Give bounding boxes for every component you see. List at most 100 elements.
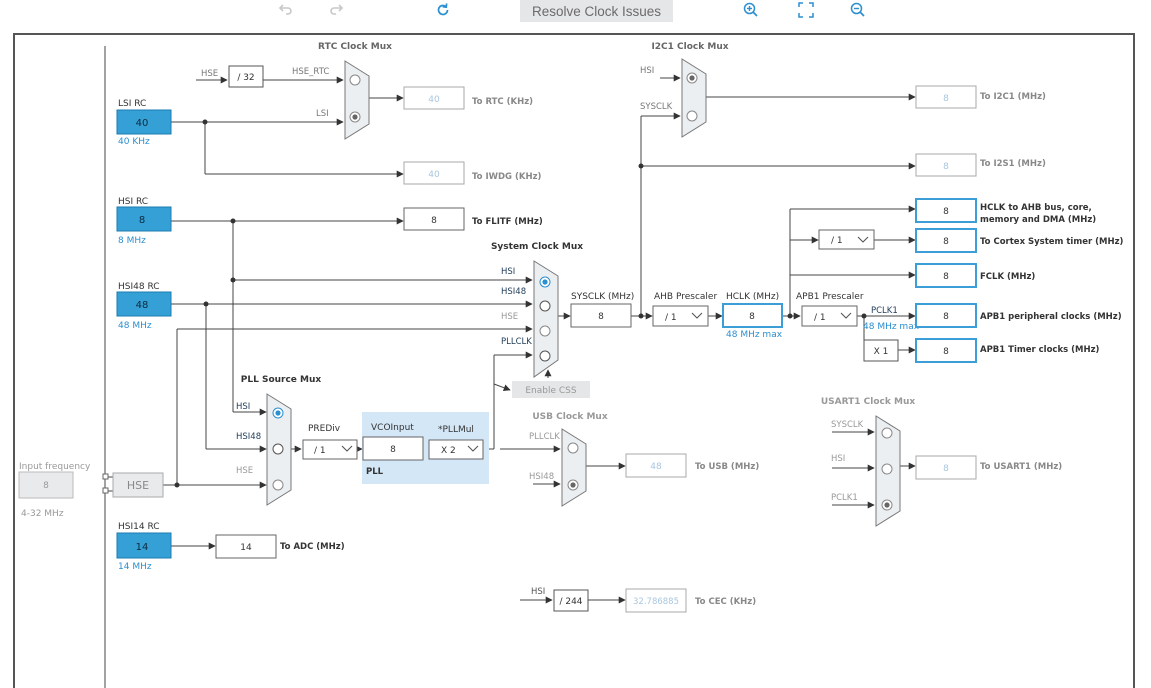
hclk-output-box[interactable] bbox=[915, 198, 977, 223]
ahb-prescaler-select[interactable] bbox=[652, 305, 709, 327]
ahb-prescaler-label: AHB Prescaler bbox=[654, 292, 717, 302]
i2c1-hsi-input-label: HSI bbox=[640, 66, 654, 76]
hsi14-rc-frequency: 14 MHz bbox=[118, 562, 152, 572]
i2c1-output-box bbox=[915, 85, 977, 109]
sysmux-option-hsi48[interactable] bbox=[539, 300, 551, 312]
apb1-timer-output-box[interactable] bbox=[915, 338, 977, 363]
pll-mul-select[interactable] bbox=[428, 439, 484, 460]
vco-input-label: VCOInput bbox=[371, 423, 414, 433]
cec-output-label: To CEC (KHz) bbox=[695, 597, 756, 607]
rtc-mux-option-hse[interactable] bbox=[349, 74, 361, 86]
sysclk-field[interactable] bbox=[570, 303, 632, 328]
rtc-lsi-label: LSI bbox=[316, 109, 329, 119]
hsi-rc-value: 8 bbox=[139, 215, 145, 226]
apb1-peripheral-output-box[interactable] bbox=[915, 303, 977, 328]
i2c1-sysclk-input-label: SYSCLK bbox=[640, 102, 673, 112]
cec-output-value: 32.786885 bbox=[633, 597, 679, 607]
rtc-clock-mux[interactable] bbox=[344, 60, 370, 140]
sysmux-input-hsi: HSI bbox=[501, 267, 515, 277]
cortex-timer-output-box[interactable] bbox=[915, 228, 977, 253]
resolve-clock-issues-button[interactable]: Resolve Clock Issues bbox=[520, 0, 673, 22]
rtc-output-label: To RTC (KHz) bbox=[472, 97, 533, 107]
iwdg-output-label: To IWDG (KHz) bbox=[472, 172, 542, 182]
apb1-prescaler-value: / 1 bbox=[814, 313, 826, 323]
hse-box[interactable] bbox=[112, 472, 164, 498]
hsi-rc-box[interactable] bbox=[116, 206, 172, 232]
undo-button[interactable] bbox=[274, 0, 296, 20]
lsi-rc-value: 40 bbox=[136, 118, 149, 129]
usb-mux-option-pllclk[interactable] bbox=[567, 442, 579, 454]
usart1-mux-option-hsi[interactable] bbox=[881, 463, 893, 475]
usb-output-value: 48 bbox=[650, 462, 662, 472]
fit-to-screen-button[interactable] bbox=[795, 0, 817, 20]
system-clock-mux-title: System Clock Mux bbox=[491, 242, 583, 252]
usart1-mux-option-sysclk[interactable] bbox=[881, 427, 893, 439]
hclk-output-value: 8 bbox=[943, 207, 949, 217]
lsi-rc-box[interactable] bbox=[116, 109, 172, 135]
i2c1-clock-mux[interactable] bbox=[681, 58, 707, 138]
prediv-select[interactable] bbox=[302, 439, 358, 460]
pll-panel-label: PLL bbox=[366, 467, 384, 477]
usart1-output-box bbox=[915, 455, 977, 480]
hclk-label: HCLK (MHz) bbox=[726, 292, 779, 302]
prediv-chevron-down-icon bbox=[341, 445, 353, 452]
hclk-output-label-line1: HCLK to AHB bus, core, bbox=[980, 203, 1092, 213]
refresh-icon bbox=[437, 3, 449, 16]
usart1-output-label: To USART1 (MHz) bbox=[980, 462, 1062, 472]
redo-button[interactable] bbox=[326, 0, 348, 20]
zoom-out-button[interactable] bbox=[847, 0, 869, 20]
pclk1-max: 48 MHz max bbox=[863, 322, 920, 332]
enable-css-label: Enable CSS bbox=[525, 386, 577, 396]
pllsrc-option-hse[interactable] bbox=[272, 479, 284, 491]
usb-clock-mux[interactable] bbox=[561, 428, 587, 507]
enable-css-button[interactable] bbox=[512, 381, 590, 398]
input-frequency-field[interactable] bbox=[18, 471, 74, 499]
sysmux-input-hse: HSE bbox=[501, 312, 518, 322]
pclk1-label: PCLK1 bbox=[871, 306, 898, 316]
usart1-output-value: 8 bbox=[943, 464, 949, 474]
hsi14-rc-box[interactable] bbox=[116, 532, 172, 559]
usart1-mux-title: USART1 Clock Mux bbox=[821, 397, 916, 407]
hsi48-rc-box[interactable] bbox=[116, 291, 172, 317]
i2c1-mux-option-sysclk[interactable] bbox=[686, 110, 698, 122]
apb1-timer-multiplier-box bbox=[863, 339, 899, 362]
adc-output-box bbox=[215, 534, 277, 559]
cortex-timer-output-label: To Cortex System timer (MHz) bbox=[980, 237, 1124, 247]
apb1-prescaler-select[interactable] bbox=[801, 305, 858, 327]
cec-divider-box bbox=[553, 589, 589, 612]
undo-icon bbox=[278, 4, 292, 15]
sysmux-option-pllclk[interactable] bbox=[539, 350, 551, 362]
pllsrc-input-hsi: HSI bbox=[236, 402, 250, 412]
fclk-output-box[interactable] bbox=[915, 263, 977, 288]
sysmux-input-pllclk: PLLCLK bbox=[501, 337, 532, 347]
i2s1-output-value: 8 bbox=[943, 162, 949, 172]
system-clock-mux[interactable] bbox=[533, 260, 559, 378]
hse-connector-top bbox=[102, 473, 109, 480]
hclk-max: 48 MHz max bbox=[726, 330, 783, 340]
i2s1-output-box bbox=[915, 153, 977, 177]
sysmux-option-hsi-selected bbox=[542, 279, 548, 285]
hse-connector-bottom bbox=[102, 487, 109, 494]
prediv-value: / 1 bbox=[314, 446, 326, 456]
usb-output-box bbox=[625, 453, 687, 478]
pll-mul-label: *PLLMul bbox=[438, 425, 474, 435]
hse-box-label: HSE bbox=[127, 479, 149, 492]
rtc-divider-value: / 32 bbox=[237, 73, 254, 83]
i2s1-output-label: To I2S1 (MHz) bbox=[980, 159, 1046, 169]
pllsrc-input-hsi48: HSI48 bbox=[236, 432, 261, 442]
refresh-button[interactable] bbox=[431, 0, 455, 20]
pllsrc-option-hsi48[interactable] bbox=[272, 443, 284, 455]
cec-divider-value: / 244 bbox=[559, 597, 582, 607]
hsi48-rc-value: 48 bbox=[136, 300, 149, 311]
pll-source-mux-title: PLL Source Mux bbox=[241, 375, 322, 385]
zoom-in-button[interactable] bbox=[740, 0, 762, 20]
cortex-timer-divider-select[interactable] bbox=[818, 229, 875, 250]
cortex-timer-output-value: 8 bbox=[943, 237, 949, 247]
sysmux-option-hse[interactable] bbox=[539, 325, 551, 337]
cortex-divider-chevron-down-icon bbox=[857, 236, 869, 243]
lsi-rc-frequency: 40 KHz bbox=[118, 137, 150, 147]
sysmux-input-hsi48: HSI48 bbox=[501, 287, 526, 297]
usb-input-hsi48: HSI48 bbox=[529, 472, 554, 482]
hclk-field[interactable] bbox=[722, 303, 783, 328]
